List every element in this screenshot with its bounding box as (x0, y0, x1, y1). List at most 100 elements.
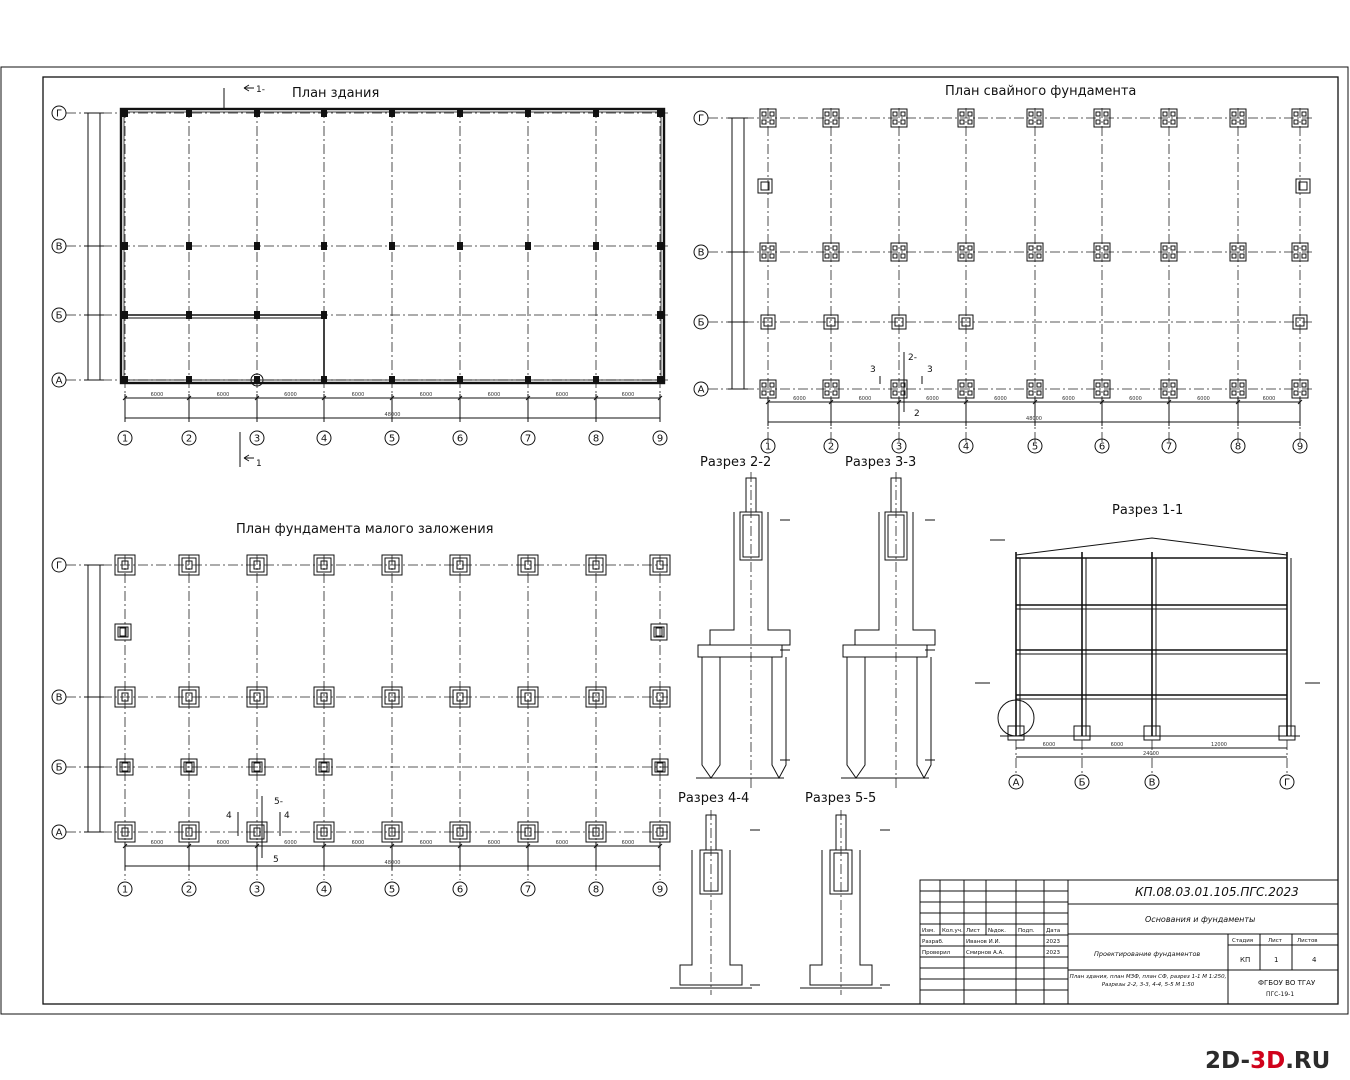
pile-cap-2-Г (822, 108, 840, 128)
footing-9-В-column (656, 692, 664, 702)
pile-cap-2-В-pile-0 (824, 245, 830, 251)
axis-1-label: 1 (765, 442, 771, 453)
pile-cap-9-Г-pile-2 (1293, 119, 1299, 125)
footing-3-Б (248, 758, 266, 776)
pile-cap-9-В-pile-3 (1301, 253, 1307, 259)
footing-3-Б-column (253, 762, 261, 772)
footing-3-Б-step (251, 761, 263, 773)
axis-А-label: А (698, 385, 705, 396)
footing-1-В-step (117, 689, 133, 705)
pile-cap-1-В-pile-3 (769, 253, 775, 259)
column-9-А (657, 376, 663, 384)
axis-8-label: 8 (1235, 442, 1241, 453)
tb-stage: КП (1240, 956, 1250, 964)
footing-1-А-step (117, 824, 133, 840)
column-7-В (525, 242, 531, 250)
pile-cap-3-А-pile-0 (892, 382, 898, 388)
footing-9-Г-column (656, 560, 664, 570)
dim-tick-6 (457, 843, 463, 849)
pile-cap-6-В-pile-3 (1103, 253, 1109, 259)
pile-cap-1-В-pile-1 (769, 245, 775, 251)
footing-1-Г-step (117, 557, 133, 573)
axis-8-bubble (588, 430, 604, 446)
footing-4-А-column (320, 827, 328, 837)
axis-Г-label: Г (56, 109, 62, 120)
tb-code: КП.08.03.01.105.ПГС.2023 (1135, 885, 1299, 899)
footing-2-В-column (185, 692, 193, 702)
axis-В-label: В (56, 693, 63, 704)
dim-bay-5: 6000 (420, 840, 433, 846)
column-2-А (186, 376, 192, 384)
pile-cap-1-А (759, 379, 777, 399)
dim-tick-2 (186, 843, 192, 849)
axis-6-label: 6 (457, 885, 463, 896)
column-8-Г (593, 109, 599, 117)
footing-1-А (114, 821, 136, 843)
pile-cap-2-А-pile-3 (832, 390, 838, 396)
footing-9-Г (649, 554, 671, 576)
axis-В-bubble (51, 238, 67, 254)
pile-cap-9-Г-pile-3 (1301, 119, 1307, 125)
column-3-В (254, 242, 260, 250)
pile-cap-2-А (822, 379, 840, 399)
pile-cap-9-А-pile-0 (1293, 382, 1299, 388)
tb-row2-date: 2023 (1046, 950, 1060, 956)
frame-axis-label-3: Г (1284, 778, 1290, 789)
frame-axis-bubble-0 (1008, 774, 1024, 790)
axis-7-label: 7 (525, 434, 531, 445)
column-marker-3a (250, 373, 264, 387)
pile-cap-3-Б-pile (894, 317, 904, 327)
axis-9-bubble (1292, 438, 1308, 454)
axis-5-bubble (384, 881, 400, 897)
section-5-5-title: Разрез 5-5 (805, 791, 876, 806)
dim-tick-6 (1099, 399, 1105, 405)
pile-cap-5-В-pile-0 (1028, 245, 1034, 251)
pile-cap-2-В-pile-2 (824, 253, 830, 259)
footing-8-В-column (592, 692, 600, 702)
axis-А-label: А (56, 828, 63, 839)
pile-cap-2-Г-pile-3 (832, 119, 838, 125)
pile-cap-1-А-pile-3 (769, 390, 775, 396)
column-1-Б (122, 311, 128, 319)
pile-cap-4-А (957, 379, 975, 399)
section-2-label-top: 2- (908, 353, 917, 363)
footing-2-Г-step (181, 557, 197, 573)
dim-bay-1: 6000 (793, 396, 806, 402)
footing-6-А (449, 821, 471, 843)
pile-cap-8-А-pile-3 (1239, 390, 1245, 396)
section-3-3-title: Разрез 3-3 (845, 455, 916, 470)
footing-end-left-step (117, 626, 129, 638)
pile-cap-9-А (1291, 379, 1309, 399)
dim-tick-4 (963, 399, 969, 405)
footing-2-Г-column (185, 560, 193, 570)
footing-end-left (114, 623, 132, 641)
tb-head-podp: Подп. (1018, 928, 1035, 934)
pile-cap-4-Б (958, 314, 974, 330)
footing-end-right-step (653, 626, 665, 638)
axis-А-label: А (56, 376, 63, 387)
dim-tick-9 (1297, 399, 1303, 405)
pile-cap-8-Г (1229, 108, 1247, 128)
axis-Г-label: Г (56, 561, 62, 572)
pile-cap-9-А-pile-3 (1301, 390, 1307, 396)
footing-4-В (313, 686, 335, 708)
axis-2-label: 2 (828, 442, 834, 453)
footing-8-Г-column (592, 560, 600, 570)
pile-cap-7-Г-pile-0 (1162, 111, 1168, 117)
pile-cap-3-Г (890, 108, 908, 128)
dim-bay-5: 6000 (1062, 396, 1075, 402)
tb-drawing-content: План здания, план МЗФ, план СФ, разрез 1… (1069, 974, 1227, 988)
axis-Б-label: Б (56, 763, 63, 774)
pile-cap-8-А (1229, 379, 1247, 399)
building-plan-title: План здания (292, 86, 379, 101)
watermark-logo: 2D-3D.RU (1205, 1048, 1330, 1074)
column-5-А (389, 376, 395, 384)
section-2-2-title: Разрез 2-2 (700, 455, 771, 470)
shallow-plan-title: План фундамента малого заложения (236, 522, 494, 537)
dim-bay-6: 6000 (488, 392, 501, 398)
dim-tick-9 (657, 843, 663, 849)
watermark-part3: .RU (1285, 1048, 1330, 1074)
dim-tick-8 (593, 843, 599, 849)
